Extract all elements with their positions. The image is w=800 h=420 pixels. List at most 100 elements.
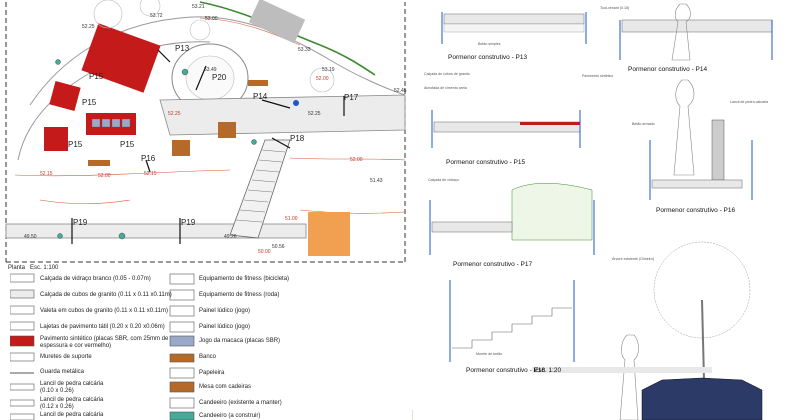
elevation-label: 53.49 xyxy=(204,67,217,73)
detail-p16 xyxy=(649,79,753,200)
detail-p17 xyxy=(429,183,595,255)
synthetic-area-small xyxy=(49,81,81,111)
contour-label: 52.15 xyxy=(40,171,53,177)
section-mark: P15 xyxy=(68,140,83,149)
detail-note: Lancil de pedra calcária xyxy=(730,100,768,104)
legend-item: Pavimento sintético (placas SBR, com 25m… xyxy=(40,336,169,342)
bin-marker xyxy=(293,100,299,106)
detail-title: Pormenor construtivo - P14 xyxy=(628,66,708,73)
legend-item: Valeta em cubos de granito (0.11 x 0.11 … xyxy=(40,308,168,314)
symbol-roda xyxy=(169,289,195,301)
swatch-vidraco xyxy=(10,273,35,283)
roundabout-center xyxy=(185,55,235,101)
legend-item: Banco xyxy=(199,354,217,360)
elevation-label: 52.25 xyxy=(308,111,321,117)
elevation-label: 50.56 xyxy=(272,244,285,250)
construction-details xyxy=(412,3,773,420)
detail-note: Murete de betão xyxy=(476,352,503,356)
elevation-label: 53.72 xyxy=(150,13,163,19)
section-mark: P15 xyxy=(120,140,135,149)
detail-note: Betão simples xyxy=(478,42,501,46)
swatch-lancil-1 xyxy=(10,383,35,391)
contour-label: 52.00 xyxy=(316,76,329,82)
stair-steps xyxy=(235,149,286,223)
legend-item: Candeeiro (existente a manter) xyxy=(199,400,282,406)
symbol-mesa xyxy=(169,381,195,393)
detail-p14 xyxy=(619,3,773,61)
elevation-label: 53.33 xyxy=(298,47,311,53)
main-walkway xyxy=(159,94,406,136)
section-mark: P20 xyxy=(212,73,227,82)
section-mark: P14 xyxy=(253,92,268,101)
upper-path-edge xyxy=(29,16,406,106)
legend-item: Painel lúdico (jogo) xyxy=(199,324,251,330)
legend-item: Equipamento de fitness (bicicleta) xyxy=(199,276,290,282)
legend-item: Lancil de pedra calcária xyxy=(40,412,104,418)
lamps xyxy=(55,59,257,240)
section-mark: P15 xyxy=(82,98,97,107)
detail-p20 xyxy=(532,241,763,420)
symbol-bicicleta xyxy=(169,273,195,285)
hedge-line xyxy=(199,1,376,76)
detail-note: Calçada de vidraço xyxy=(428,178,459,182)
elevation-label: 52.25 xyxy=(82,24,95,30)
legend-item: Lajetas de pavimento tátil (0.20 x 0.20 … xyxy=(40,324,165,330)
detail-scale: Esc. 1:20 xyxy=(534,367,562,374)
elevation-label: 53.21 xyxy=(192,4,205,10)
detail-title: Pormenor construtivo - P17 xyxy=(453,261,533,268)
contour-label: 52.15 xyxy=(144,171,157,177)
site-boundary xyxy=(5,2,406,263)
section-mark: P18 xyxy=(290,134,305,143)
section-mark: P13 xyxy=(175,44,190,53)
symbol-banco xyxy=(169,353,195,363)
section-mark: P16 xyxy=(141,154,156,163)
detail-note: Almofada de cimento areia xyxy=(424,86,467,90)
swatch-tatil xyxy=(10,321,35,331)
legend-item: Candeeiro (a construir) xyxy=(199,413,261,419)
contour-lines xyxy=(14,17,406,214)
detail-p15 xyxy=(431,110,581,148)
swatch-valeta xyxy=(10,305,35,315)
section-mark: P17 xyxy=(344,93,359,102)
legend-item: Calçada de vidraço branco (0.05 - 0.07m) xyxy=(40,276,151,282)
detail-note: Betão armado xyxy=(632,122,655,126)
contour-label: 50.00 xyxy=(258,249,271,255)
elevation-label: 49.50 xyxy=(24,234,37,240)
tree-canopies xyxy=(93,0,335,93)
plan-caption-text: Planta xyxy=(8,265,26,271)
synthetic-area-left xyxy=(44,127,68,151)
legend-item: Calçada de cubos de granito (0.11 x 0.11… xyxy=(40,292,172,298)
symbol-papeleira xyxy=(169,367,195,379)
section-lines xyxy=(71,49,345,244)
benches xyxy=(88,80,268,166)
synthetic-area-large xyxy=(81,23,161,93)
symbol-painel-1 xyxy=(169,305,195,317)
swatch-sintetico xyxy=(10,335,35,347)
synthetic-area-middle xyxy=(86,113,136,135)
detail-title: Pormenor construtivo - P13 xyxy=(448,54,528,61)
detail-p13 xyxy=(441,12,587,44)
symbol-candeeiro-existente xyxy=(169,397,195,409)
contour-label: 52.00 xyxy=(350,157,363,163)
existing-building xyxy=(248,0,306,44)
contour-label: 52.25 xyxy=(168,111,181,117)
detail-note: Árvore existente (Olmeiro) xyxy=(612,257,654,261)
section-mark: P15 xyxy=(89,72,104,81)
legend-item: Equipamento de fitness (roda) xyxy=(199,292,280,298)
section-mark: P19 xyxy=(181,218,196,227)
detail-title: Pormenor construtivo - P16 xyxy=(656,207,736,214)
elevation-label: 53.00 xyxy=(205,16,218,22)
plan-caption: Planta Esc. 1:100 xyxy=(8,264,58,273)
legend-item: Papeleira xyxy=(199,370,225,376)
section-mark: P19 xyxy=(73,218,88,227)
stair-ramp xyxy=(229,139,291,239)
hopscotch xyxy=(91,118,131,128)
symbol-painel-2 xyxy=(169,321,195,333)
legend-item: Guarda metálica xyxy=(40,369,85,375)
legend-symbols xyxy=(10,273,195,420)
elevation-label: 51.43 xyxy=(370,178,383,184)
legend-item: Mesa com cadeiras xyxy=(199,384,252,390)
legend-item: (0.10 x 0.26) xyxy=(40,388,74,394)
legend-item: Jogo da macaca (placas SBR) xyxy=(199,338,281,344)
plan-scale: Esc. 1:100 xyxy=(30,265,59,271)
